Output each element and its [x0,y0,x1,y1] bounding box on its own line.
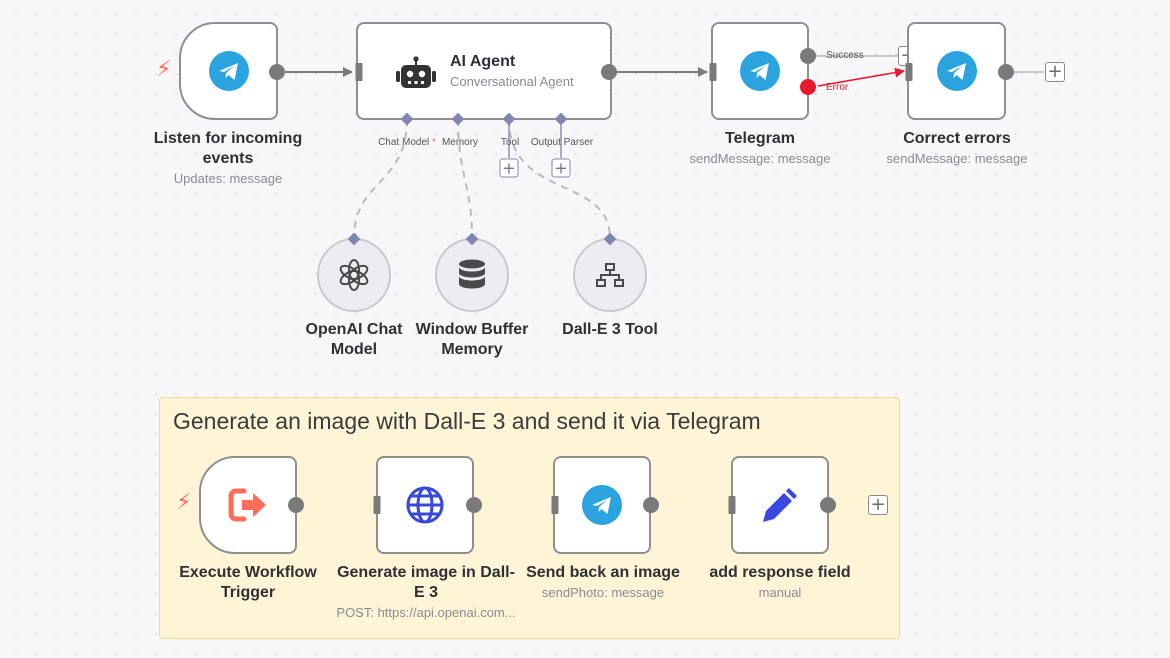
trigger-output-handle[interactable] [288,497,304,513]
node-title: Send back an image [526,564,680,581]
node-add-response-field[interactable] [731,456,829,554]
node-subtitle: sendMessage: message [886,151,1028,166]
trigger-bolt-icon: ⚡ [176,490,192,515]
sitemap-icon [595,263,625,287]
node-title: Window Buffer Memory [407,320,537,360]
node-title: Generate image in Dall-E 3 [335,563,517,603]
success-label: Success [826,50,864,61]
node-listen-for-incoming-events[interactable] [179,22,278,120]
node-title-line: Execute Workflow Trigger [179,564,317,601]
node-openai-chat-model[interactable] [317,238,391,312]
telegram-icon [740,51,780,91]
port-label-memory: Memory [441,137,479,148]
add-output-parser-button[interactable]: + [551,158,571,178]
connection-openai-to-agent [353,118,408,239]
node-ai-agent[interactable]: AI Agent Conversational Agent [356,22,612,120]
node-subtitle: sendPhoto: message [541,585,665,600]
node-dalle-3-tool[interactable] [573,238,647,312]
add-tool-button[interactable]: + [499,158,519,178]
connection-tool-to-agent [508,118,611,239]
trigger-bolt-icon: ⚡ [156,57,172,82]
port-label-tool: Tool [500,137,520,148]
sendback-input-handle[interactable] [551,496,559,514]
node-title: add response field [709,564,851,581]
sticky-title: Generate an image with Dall-E 3 and send… [173,408,761,434]
agent-input-handle[interactable] [355,63,363,81]
node-telegram[interactable] [711,22,809,120]
error-label: Error [826,82,849,93]
connection-memory-to-agent [457,118,473,239]
database-icon [458,259,486,291]
telegram-icon [582,485,622,525]
openai-icon [336,257,372,293]
port-label-chat-model: Chat Model * [378,137,436,148]
telegram-input-handle[interactable] [709,63,717,81]
required-mark: * [432,137,436,148]
node-generate-image[interactable] [376,456,474,554]
telegram-success-handle[interactable] [800,48,816,64]
node-title: Listen for incoming events [148,129,308,169]
node-subtitle: POST: https://api.openai.com... [336,605,516,620]
globe-icon [405,485,445,525]
correct-input-handle[interactable] [905,63,913,81]
node-title: Execute Workflow Trigger [173,563,323,603]
listen-output-handle[interactable] [269,64,285,80]
node-title: Dall-E 3 Tool [562,321,658,338]
node-subtitle: manual [758,585,802,600]
telegram-icon [936,51,977,91]
agent-subtitle: Conversational Agent [450,74,574,89]
node-title: Correct errors [903,130,1011,147]
addfield-input-handle[interactable] [728,496,736,514]
node-window-buffer-memory[interactable] [435,238,509,312]
node-title: Telegram [725,130,795,147]
telegram-icon [208,51,249,91]
telegram-error-handle[interactable] [800,79,816,95]
sign-out-icon [228,488,268,522]
node-title-line: Generate image in Dall-E 3 [337,564,515,601]
add-node-after-correct-button[interactable]: + [1045,62,1065,82]
agent-output-handle[interactable] [601,64,617,80]
add-node-after-field-button[interactable]: + [868,495,888,515]
node-title: OpenAI Chat Model [294,320,414,360]
sendback-output-handle[interactable] [643,497,659,513]
robot-icon [396,56,436,90]
port-label-output-parser: Output Parser [530,137,594,148]
correct-output-handle[interactable] [998,64,1014,80]
addfield-output-handle[interactable] [820,497,836,513]
generate-output-handle[interactable] [466,497,482,513]
node-title-line: Listen for incoming events [153,130,303,167]
node-subtitle: sendMessage: message [689,151,831,166]
node-title-line: OpenAI Chat Model [305,321,403,358]
node-subtitle: Updates: message [173,171,283,186]
node-send-back-image[interactable] [553,456,651,554]
node-title-line: Window Buffer Memory [415,321,529,358]
port-label-chat-model-text: Chat Model [378,137,430,148]
node-execute-workflow-trigger[interactable] [199,456,297,554]
generate-input-handle[interactable] [373,496,381,514]
node-correct-errors[interactable] [907,22,1006,120]
connection-error-to-correct [817,67,905,87]
pen-icon [760,485,800,525]
agent-title: AI Agent [450,53,516,70]
